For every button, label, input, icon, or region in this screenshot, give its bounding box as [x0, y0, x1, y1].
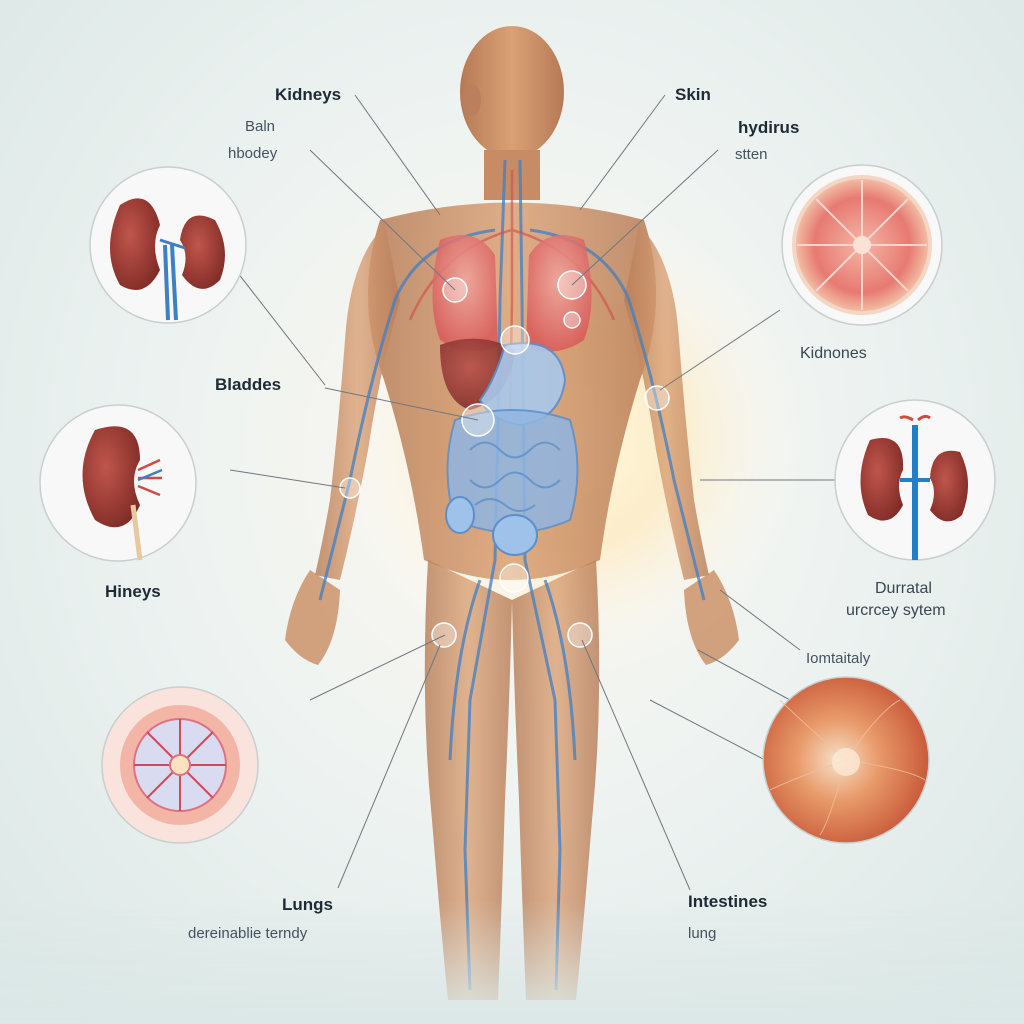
- head: [460, 26, 564, 158]
- label-urcrcey-sytem: urcrcey sytem: [846, 602, 946, 619]
- label-hydirus: hydirus: [738, 118, 800, 137]
- intestine-coils: [469, 441, 561, 512]
- label-kidneys-top: Kidneys: [275, 85, 342, 104]
- bottom-fade: [0, 900, 1024, 1024]
- inset-kidneys-middle-right: [834, 399, 996, 561]
- label-iomtaitaly: Iomtaitaly: [806, 650, 871, 667]
- label-stten: stten: [735, 146, 768, 163]
- label-dereinable: dereinablie terndy: [188, 925, 308, 942]
- label-intestines: Intestines: [688, 892, 768, 911]
- inset-tissue-bottom-left: [101, 686, 259, 844]
- blood-vessels: [318, 159, 706, 991]
- label-kidnones: Kidnones: [800, 345, 867, 362]
- label-lungs: Lungs: [282, 895, 333, 914]
- colon-end: [445, 496, 475, 534]
- label-hbodey: hbodey: [228, 145, 278, 162]
- right-arm: [624, 225, 709, 580]
- inset-kidney-middle-left: [39, 404, 197, 562]
- right-lung: [526, 235, 592, 352]
- bladder: [492, 514, 538, 556]
- left-hand: [285, 570, 340, 665]
- inset-kidneys-top-left: [89, 166, 247, 324]
- label-lung: lung: [688, 925, 717, 942]
- left-lung: [432, 235, 498, 352]
- label-skin: Skin: [675, 85, 711, 104]
- label-hineys: Hineys: [105, 582, 161, 601]
- ear: [463, 84, 481, 116]
- inset-cross-section-top-right: [781, 164, 943, 326]
- label-bladdes: Bladdes: [215, 375, 282, 394]
- label-durratal: Durratal: [875, 580, 932, 597]
- label-baln: Baln: [245, 118, 276, 135]
- right-leg: [512, 560, 600, 1000]
- inset-tissue-bottom-right: [762, 676, 930, 844]
- organs: [432, 235, 592, 556]
- left-arm: [315, 225, 400, 580]
- leader-lines: [219, 94, 840, 891]
